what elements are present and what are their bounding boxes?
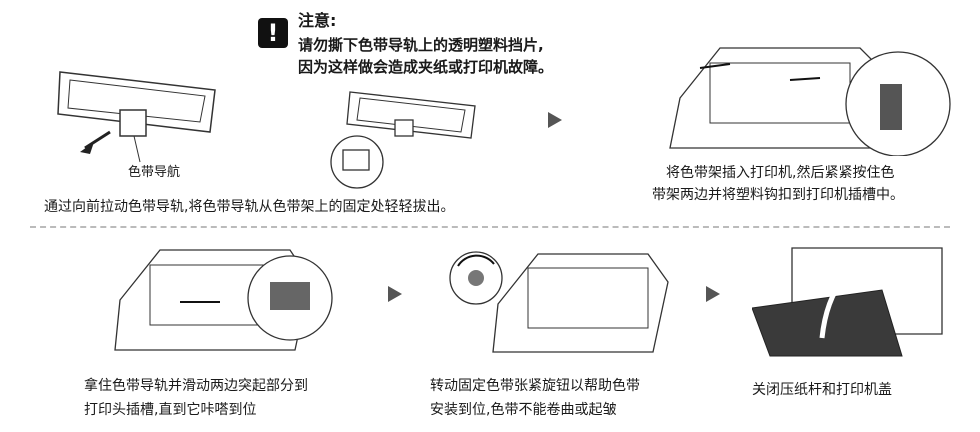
- step2-caption-line-1: 将色带架插入打印机,然后紧紧按住色: [666, 165, 895, 181]
- ribbon-guide-illustration: [330, 91, 476, 189]
- next-arrow-icon: [388, 286, 402, 302]
- step1-caption: 通过向前拉动色带导轨,将色带导轨从色带架上的固定处轻轻拔出。: [44, 199, 455, 215]
- warning-line-2: 因为这样做会造成夹纸或打印机故障。: [298, 58, 554, 76]
- step4-caption-line-1: 转动固定色带张紧旋钮以帮助色带: [430, 378, 640, 394]
- step5-caption: 关闭压纸杆和打印机盖: [752, 382, 892, 398]
- ribbon-guide-label: 色带导航: [128, 165, 181, 180]
- step3-caption-line-1: 拿住色带导轨并滑动两边突起部分到: [84, 378, 308, 394]
- step4-caption-line-2: 安装到位,色带不能卷曲或起皱: [430, 402, 617, 418]
- step3-caption-line-2: 打印头插槽,直到它咔嗒到位: [84, 402, 257, 418]
- printer-illustration: [752, 247, 943, 357]
- next-arrow-icon: [548, 112, 562, 128]
- printer-illustration: [449, 251, 669, 353]
- printer-illustration: [114, 249, 333, 351]
- next-arrow-icon: [706, 286, 720, 302]
- section-divider: [30, 226, 950, 228]
- warning-icon: !: [258, 18, 288, 48]
- ribbon-cartridge-illustration: [57, 71, 216, 163]
- step2-caption-line-2: 带架两边并将塑料钩扣到打印机插槽中。: [652, 187, 904, 203]
- warning-line-1: 请勿撕下色带导轨上的透明塑料挡片,: [298, 36, 544, 54]
- warning-title: 注意:: [298, 11, 337, 30]
- printer-illustration: [669, 47, 951, 156]
